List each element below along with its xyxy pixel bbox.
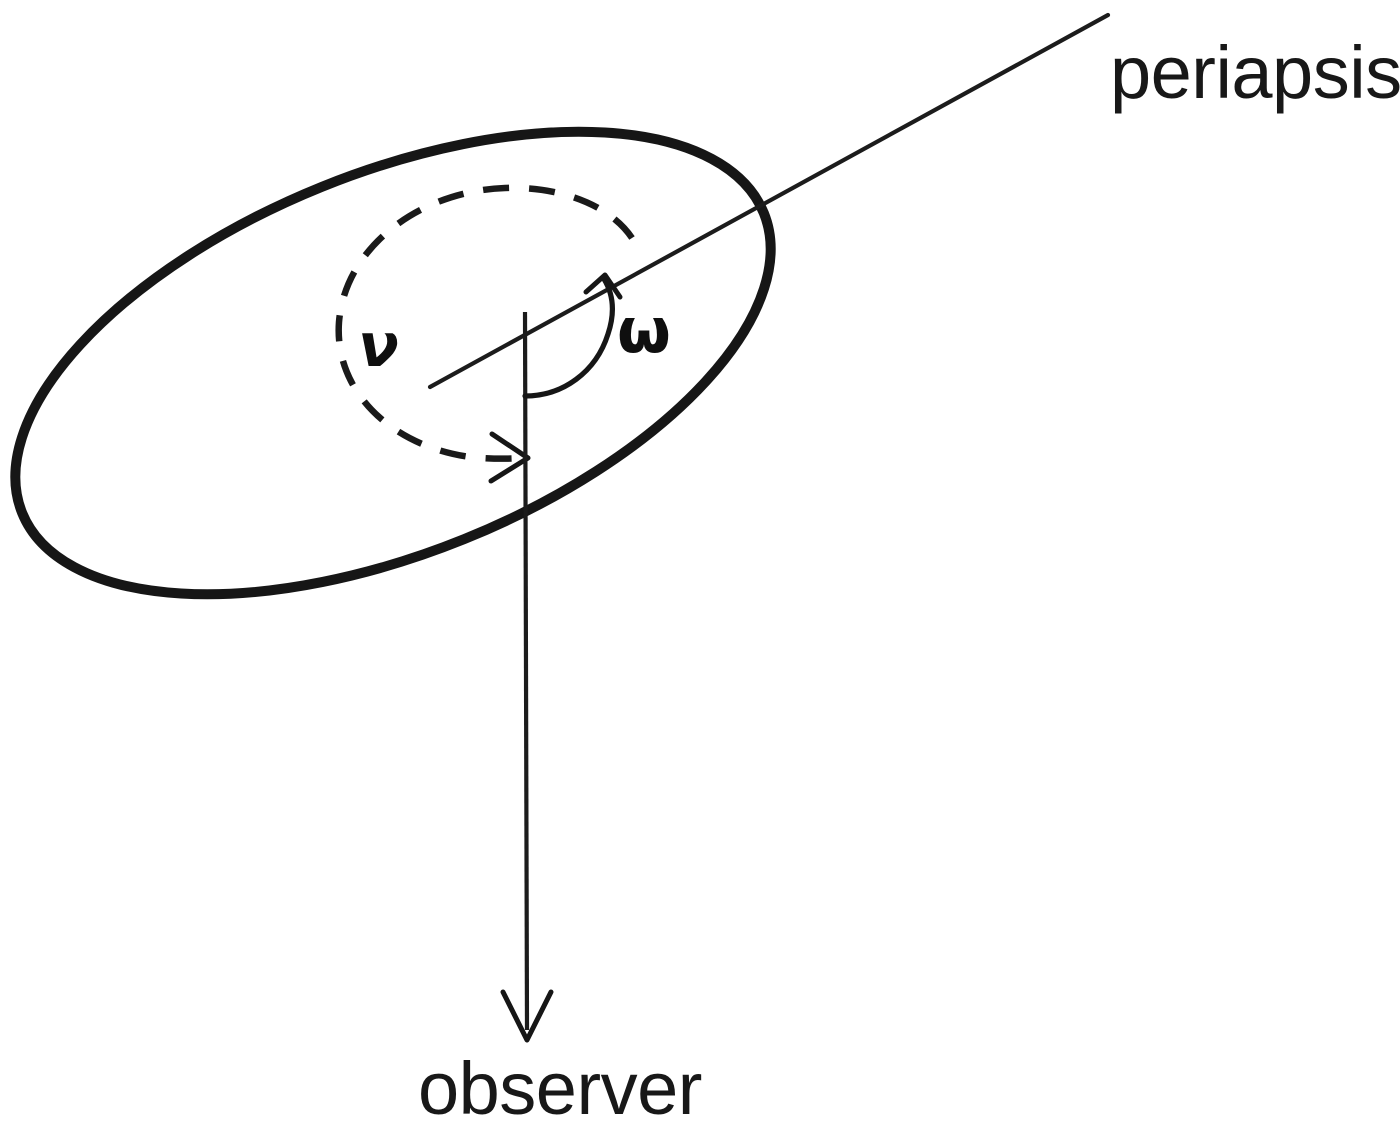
observer-label: observer: [418, 1047, 702, 1130]
periapsis-label: periapsis: [1110, 31, 1400, 114]
argument-of-periapsis-arc: [522, 272, 623, 399]
true-anomaly-arc: [335, 184, 635, 484]
omega-arrow-head: [583, 272, 623, 300]
true-anomaly-arrow-head: [488, 431, 531, 484]
observer-arrow-head: [500, 989, 554, 1043]
periapsis-direction-line: [427, 12, 1111, 390]
argument-of-periapsis-symbol: ω: [617, 294, 671, 367]
orbit-ellipse: [10, 126, 776, 600]
observer-direction-line: [500, 311, 554, 1043]
true-anomaly-symbol: ν: [358, 311, 399, 381]
